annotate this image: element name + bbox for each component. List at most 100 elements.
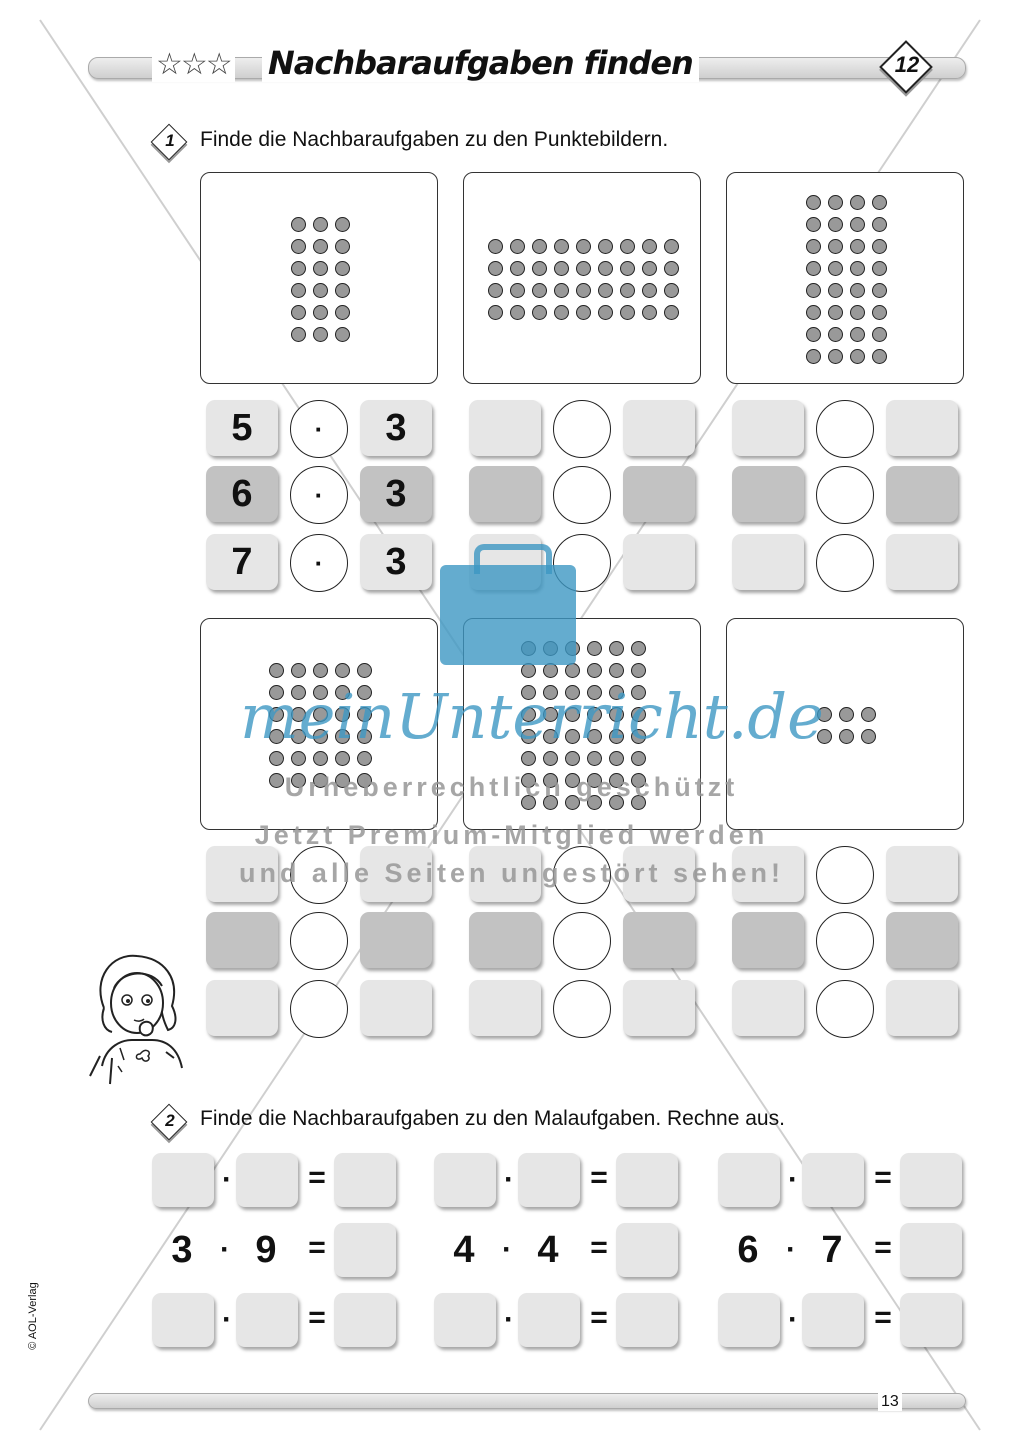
task2-number: 2 [165,1111,175,1130]
neighbor-factor-box[interactable] [434,1153,496,1207]
answer-box-factor[interactable] [469,846,541,902]
answer-box-factor[interactable] [886,846,958,902]
dot [805,194,821,210]
result-box[interactable] [900,1223,962,1277]
result-box[interactable] [616,1153,678,1207]
girl-illustration [89,954,183,1085]
dot [586,750,602,766]
operator-circle[interactable]: · [290,466,348,524]
dot [290,304,306,320]
dot [827,260,843,276]
operator-circle[interactable] [553,534,611,592]
result-box[interactable] [334,1153,396,1207]
answer-box-factor[interactable] [469,912,541,968]
neighbor-factor-box[interactable] [434,1293,496,1347]
dot [509,304,525,320]
answer-box-factor[interactable] [469,466,541,522]
neighbor-factor-box[interactable] [518,1153,580,1207]
answer-box-factor[interactable]: 3 [360,534,432,590]
dot [487,238,503,254]
answer-box-factor[interactable] [623,846,695,902]
answer-box-factor[interactable] [206,846,278,902]
answer-box-factor[interactable] [886,466,958,522]
answer-box-factor[interactable] [206,980,278,1036]
operator-circle[interactable] [553,912,611,970]
dot [334,750,350,766]
answer-box-factor[interactable]: 6 [206,466,278,522]
dot [487,304,503,320]
operator-circle[interactable] [553,846,611,904]
answer-box-factor[interactable] [732,466,804,522]
answer-box-factor[interactable] [732,846,804,902]
answer-box-factor[interactable] [886,980,958,1036]
operator-circle[interactable] [290,912,348,970]
answer-box-factor[interactable] [623,534,695,590]
neighbor-factor-box[interactable] [152,1293,214,1347]
answer-box-factor[interactable] [469,980,541,1036]
answer-box-factor[interactable]: 3 [360,400,432,456]
operator-circle[interactable] [816,466,874,524]
answer-box-factor[interactable] [732,912,804,968]
neighbor-factor-box[interactable] [236,1293,298,1347]
dot [520,684,536,700]
operator-circle[interactable]: · [290,400,348,458]
answer-box-factor[interactable]: 3 [360,466,432,522]
dot [630,684,646,700]
result-box[interactable] [616,1223,678,1277]
dot [312,684,328,700]
answer-box-factor[interactable] [732,980,804,1036]
answer-box-factor[interactable] [206,912,278,968]
dot [542,794,558,810]
answer-box-factor[interactable] [360,912,432,968]
neighbor-factor-box[interactable] [518,1293,580,1347]
result-box[interactable] [616,1293,678,1347]
dot [827,326,843,342]
answer-box-factor[interactable]: 7 [206,534,278,590]
dot [553,304,569,320]
answer-box-factor[interactable] [469,400,541,456]
dot [564,772,580,788]
answer-box-factor[interactable] [732,534,804,590]
operator-circle[interactable] [816,980,874,1038]
neighbor-factor-box[interactable] [802,1153,864,1207]
operator-circle[interactable] [553,466,611,524]
result-box[interactable] [334,1223,396,1277]
operator-circle[interactable] [553,980,611,1038]
answer-box-factor[interactable] [623,400,695,456]
dot-card [726,618,964,830]
answer-box-factor[interactable] [623,912,695,968]
operator-circle[interactable] [816,846,874,904]
answer-box-factor[interactable] [886,400,958,456]
dot [619,238,635,254]
dot [312,728,328,744]
answer-box-factor[interactable] [360,980,432,1036]
operator-circle[interactable] [816,400,874,458]
result-box[interactable] [334,1293,396,1347]
operator-circle[interactable] [553,400,611,458]
answer-box-factor[interactable] [623,980,695,1036]
neighbor-factor-box[interactable] [152,1153,214,1207]
operator-circle[interactable] [816,912,874,970]
result-box[interactable] [900,1153,962,1207]
answer-box-factor[interactable] [732,400,804,456]
answer-box-factor[interactable]: 5 [206,400,278,456]
answer-box-factor[interactable] [623,466,695,522]
multiply-dot: · [786,1233,796,1266]
dot [871,348,887,364]
neighbor-factor-box[interactable] [718,1153,780,1207]
neighbor-factor-box[interactable] [236,1153,298,1207]
operator-circle[interactable] [290,846,348,904]
answer-box-factor[interactable] [360,846,432,902]
dot [268,662,284,678]
answer-box-factor[interactable] [886,912,958,968]
dot [312,706,328,722]
result-box[interactable] [900,1293,962,1347]
difficulty-stars: ☆☆☆ [152,47,235,82]
equals-sign: = [308,1231,326,1264]
neighbor-factor-box[interactable] [802,1293,864,1347]
neighbor-factor-box[interactable] [718,1293,780,1347]
operator-circle[interactable] [290,980,348,1038]
operator-circle[interactable] [816,534,874,592]
answer-box-factor[interactable] [886,534,958,590]
operator-circle[interactable]: · [290,534,348,592]
